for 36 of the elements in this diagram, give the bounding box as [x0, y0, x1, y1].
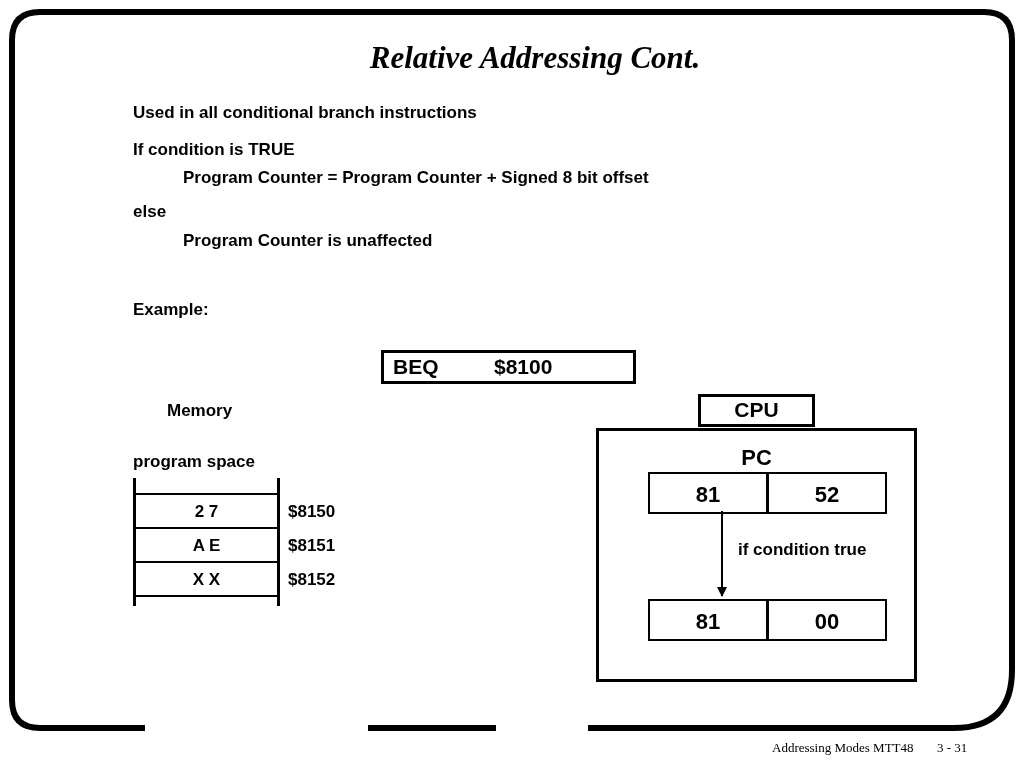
- slide-title: Relative Addressing Cont.: [368, 40, 702, 76]
- memory-cell: [133, 478, 280, 496]
- node-text: 81: [694, 609, 722, 635]
- footer-text: Addressing Modes MTT48: [772, 740, 914, 756]
- register-cell: [648, 599, 768, 641]
- node-text: BEQ: [393, 355, 439, 379]
- body-text: Program Counter is unaffected: [183, 231, 433, 251]
- arrow: [717, 510, 727, 597]
- memory-label: program space: [133, 452, 255, 472]
- node-text: 00: [813, 609, 841, 635]
- address-label: $8150: [288, 502, 336, 522]
- node-text: $8100: [494, 355, 553, 379]
- node-text: 2 7: [193, 502, 220, 522]
- edge-label: if condition true: [738, 539, 867, 560]
- node-text: 52: [813, 482, 841, 508]
- cpu-tab: [698, 394, 815, 427]
- node-text: CPU: [733, 398, 780, 422]
- address-label: $8152: [288, 570, 336, 590]
- register-cell: [767, 599, 887, 641]
- address-label: $8151: [288, 536, 336, 556]
- body-text: If condition is TRUE: [133, 140, 295, 160]
- node-text: A E: [191, 536, 222, 556]
- cpu-box: [596, 428, 917, 682]
- instruction-box: [381, 350, 636, 384]
- body-text: else: [133, 202, 167, 222]
- node-text: PC: [740, 445, 773, 471]
- register-cell: [648, 472, 768, 514]
- body-text: Example:: [133, 300, 209, 320]
- body-text: Program Counter = Program Counter + Signed 8 bit offset: [183, 168, 649, 188]
- memory-cell: [133, 597, 280, 606]
- register-cell: [767, 472, 887, 514]
- body-text: Used in all conditional branch instructions: [133, 103, 477, 123]
- node-text: X X: [191, 570, 222, 590]
- memory-label: Memory: [167, 401, 233, 421]
- page-number: 3 - 31: [937, 740, 968, 756]
- node-text: 81: [694, 482, 722, 508]
